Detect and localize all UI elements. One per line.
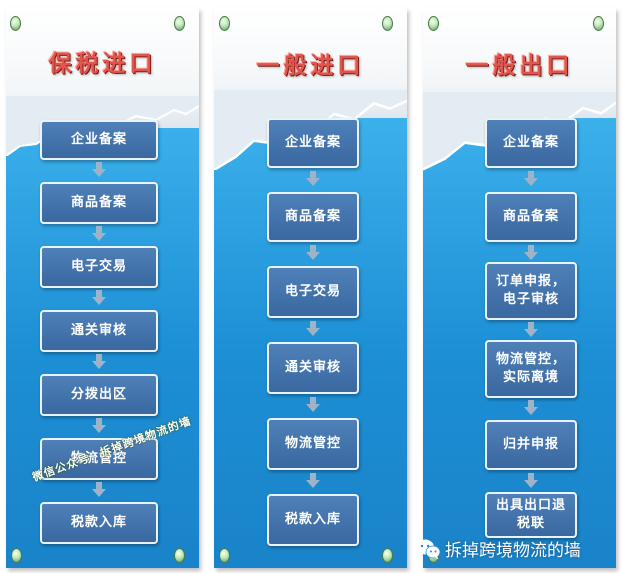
arrow-down-icon — [92, 354, 106, 369]
arrow-down-icon — [524, 322, 538, 337]
arrow-down-icon — [306, 171, 320, 186]
arrow-down-icon — [92, 162, 106, 177]
step-box: 企业备案 — [267, 118, 359, 168]
pin-icon — [593, 16, 604, 31]
step-box: 企业备案 — [40, 120, 158, 160]
panel-general-import: 一般进口 企业备案 商品备案 电子交易 通关审核 物流管控 税款入库 — [214, 8, 407, 568]
wechat-icon — [416, 539, 441, 559]
arrow-down-icon — [524, 245, 538, 260]
arrow-down-icon — [92, 290, 106, 305]
arrow-down-icon — [92, 226, 106, 241]
arrow-down-icon — [306, 245, 320, 260]
pin-icon — [382, 16, 393, 31]
arrow-down-icon — [92, 482, 106, 497]
arrow-down-icon — [524, 400, 538, 415]
pin-icon — [219, 548, 230, 563]
arrow-down-icon — [524, 171, 538, 186]
arrow-down-icon — [306, 321, 320, 336]
arrow-down-icon — [524, 473, 538, 488]
step-box: 税款入库 — [267, 494, 359, 546]
panel-background — [423, 88, 616, 568]
arrow-down-icon — [306, 473, 320, 488]
step-box: 通关审核 — [267, 342, 359, 394]
pin-icon — [382, 548, 393, 563]
step-box: 物流管控， 实际离境 — [485, 340, 577, 398]
step-box: 分拨出区 — [40, 374, 158, 416]
panel-general-export: 一般出口 企业备案 商品备案 订单申报， 电子审核 物流管控， 实际离境 归并申… — [423, 8, 616, 568]
step-box: 税款入库 — [40, 502, 158, 544]
step-box: 归并申报 — [485, 420, 577, 470]
brand-name: 拆掉跨境物流的墙 — [445, 541, 581, 561]
pin-icon — [174, 16, 185, 31]
step-box: 出具出口退 税联 — [485, 492, 577, 538]
step-box: 企业备案 — [485, 118, 577, 168]
pin-icon — [428, 16, 439, 31]
panel-bonded-import: 保税进口 企业备案 商品备案 电子交易 通关审核 分拨出区 物流管控 税款入库 — [6, 8, 199, 568]
arrow-down-icon — [92, 418, 106, 433]
pin-icon — [11, 548, 22, 563]
pin-icon — [219, 16, 230, 31]
step-box: 通关审核 — [40, 310, 158, 352]
pin-icon — [174, 548, 185, 563]
column-title: 一般出口 — [465, 52, 574, 79]
arrow-down-icon — [306, 397, 320, 412]
step-box: 物流管控 — [267, 418, 359, 470]
step-box: 商品备案 — [40, 182, 158, 224]
brand-footer: 拆掉跨境物流的墙 — [415, 536, 581, 561]
step-box: 电子交易 — [267, 266, 359, 318]
step-box: 电子交易 — [40, 246, 158, 288]
pin-icon — [10, 16, 21, 31]
step-box: 物流管控 — [40, 438, 158, 480]
step-box: 商品备案 — [485, 192, 577, 242]
step-box: 订单申报， 电子审核 — [485, 262, 577, 320]
column-title: 保税进口 — [48, 50, 157, 77]
step-box: 商品备案 — [267, 192, 359, 242]
column-title: 一般进口 — [256, 52, 365, 79]
